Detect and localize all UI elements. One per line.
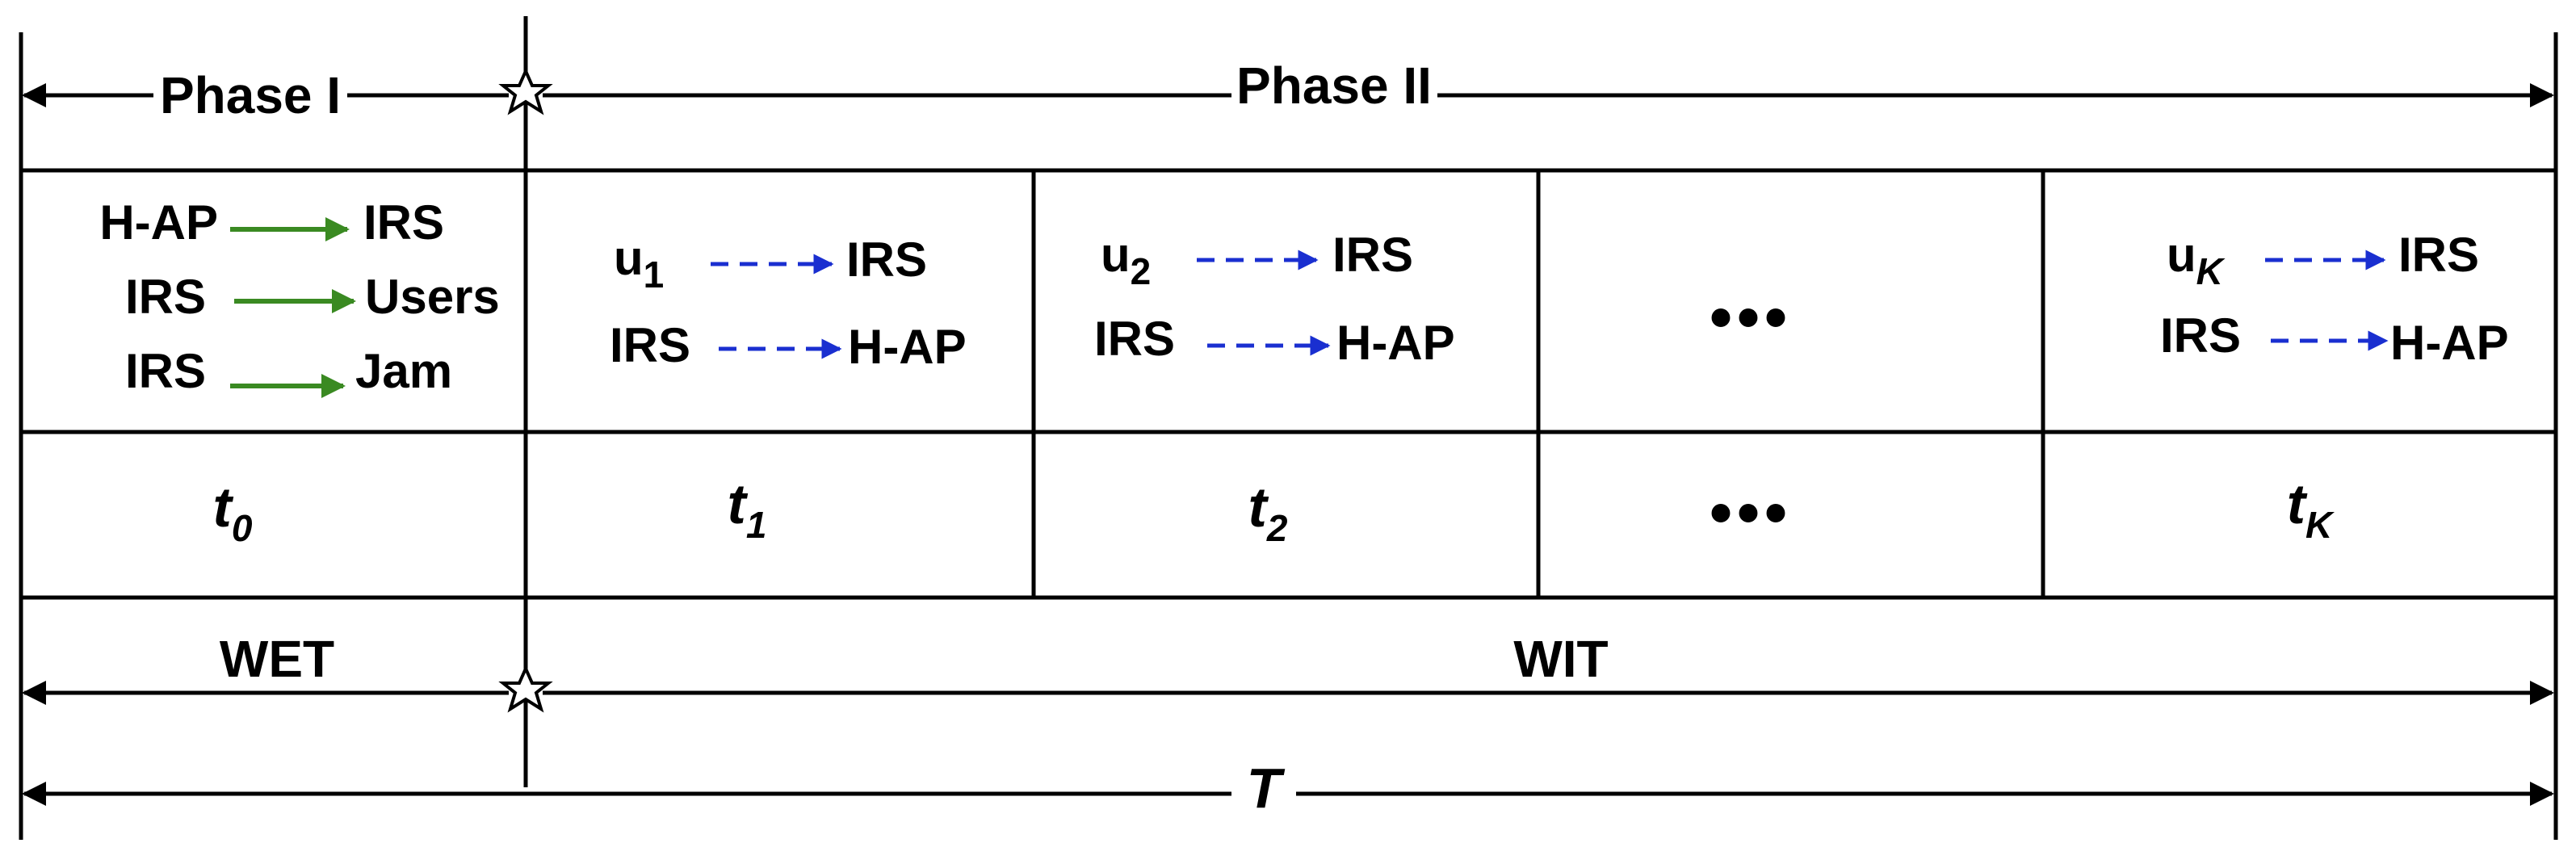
link-to: H-AP [848,320,967,374]
link-to: Users [365,270,500,324]
link-to: Jam [355,344,452,398]
link-to: IRS [2398,228,2479,282]
link-from: IRS [610,318,690,372]
link-to: IRS [846,233,927,287]
slot-t2: t2 [1248,476,1288,549]
ellipsis: ••• [1710,476,1792,548]
link-to: H-AP [2390,316,2509,370]
star-marker-top [498,67,553,115]
star-marker-bottom [498,665,553,713]
user-cell-1: u1 IRS IRS H-AP [610,231,967,374]
user-label: u2 [1101,228,1151,292]
phase1-cell: H-AP IRS IRS Users IRS Jam [99,195,500,398]
user-label: u1 [614,231,664,296]
link-from: IRS [125,344,206,398]
link-to: H-AP [1336,316,1455,370]
link-to: IRS [363,195,444,250]
phase1-label: Phase I [160,66,341,124]
wet-label: WET [220,630,334,688]
user-cell-k: uK IRS IRS H-AP [2160,228,2509,370]
link-from: H-AP [99,195,218,250]
slot-tk: tK [2287,472,2335,546]
wit-label: WIT [1513,630,1608,688]
slot-t1: t1 [728,472,767,546]
timeslot-table [21,168,2556,600]
link-to: IRS [1332,228,1413,282]
user-label: uK [2167,228,2226,292]
phase2-label: Phase II [1236,57,1432,115]
slot-t0: t0 [213,476,253,549]
link-from: IRS [2160,308,2241,363]
link-from: IRS [1094,312,1175,366]
total-label: T [1247,757,1286,820]
user-cell-2: u2 IRS IRS H-AP [1094,228,1455,370]
ellipsis: ••• [1710,281,1792,353]
link-from: IRS [125,270,206,324]
